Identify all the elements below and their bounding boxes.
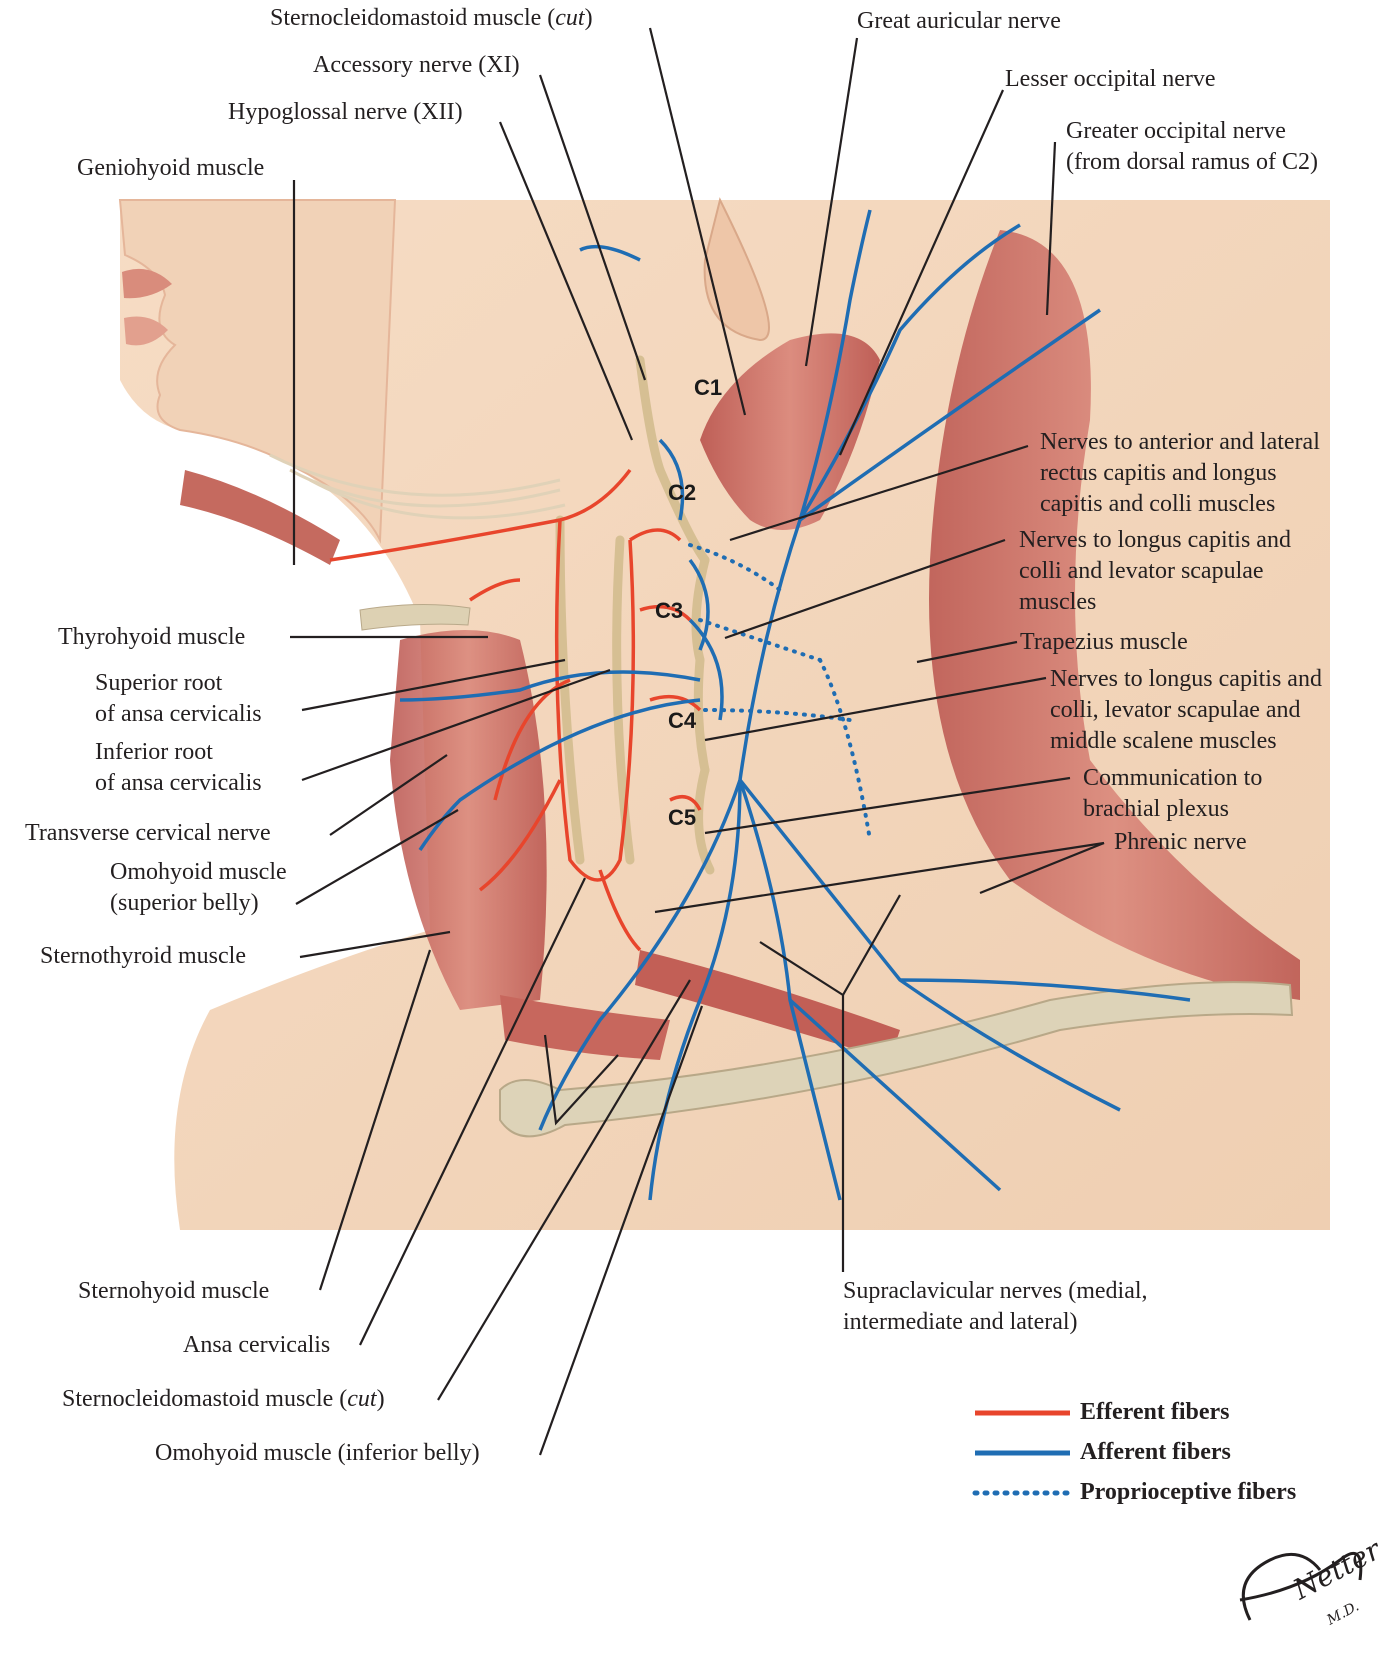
label-nerves-longus-2c: middle scalene muscles bbox=[1050, 728, 1277, 754]
label-sternothyroid-muscle: Sternothyroid muscle bbox=[40, 943, 246, 969]
label-nerves-rectus-1: Nerves to anterior and lateral bbox=[1040, 429, 1320, 455]
label-communication-brachial-2: brachial plexus bbox=[1083, 796, 1229, 822]
segment-c2: C2 bbox=[668, 480, 696, 505]
omohyoid-inferior-muscle bbox=[635, 950, 900, 1060]
label-inferior-root-2: of ansa cervicalis bbox=[95, 770, 262, 796]
label-nerves-rectus-2: rectus capitis and longus bbox=[1040, 460, 1277, 486]
segment-c4: C4 bbox=[668, 708, 697, 733]
segment-c1: C1 bbox=[694, 375, 722, 400]
label-scm-cut-bottom: Sternocleidomastoid muscle (cut) bbox=[62, 1386, 385, 1412]
segment-c3: C3 bbox=[655, 598, 683, 623]
svg-text:Netter: Netter bbox=[1287, 1532, 1387, 1606]
label-communication-brachial-1: Communication to bbox=[1083, 765, 1263, 791]
label-omohyoid-superior-1: Omohyoid muscle bbox=[110, 859, 287, 885]
legend-efferent: Efferent fibers bbox=[1080, 1399, 1230, 1425]
label-omohyoid-inferior: Omohyoid muscle (inferior belly) bbox=[155, 1440, 480, 1466]
hypoglossal-branches bbox=[269, 453, 566, 520]
label-nerves-longus-2b: colli, levator scapulae and bbox=[1050, 697, 1301, 723]
lips bbox=[122, 268, 172, 299]
label-inferior-root-1: Inferior root bbox=[95, 739, 213, 765]
label-superior-root-1: Superior root bbox=[95, 670, 223, 696]
clavicle-bone bbox=[499, 981, 1294, 1138]
label-scm-cut-top: Sternocleidomastoid muscle (cut) bbox=[270, 5, 593, 31]
label-supraclavicular-1: Supraclavicular nerves (medial, bbox=[843, 1278, 1148, 1304]
ear bbox=[703, 197, 770, 342]
segment-c5: C5 bbox=[668, 805, 696, 830]
label-supraclavicular-2: intermediate and lateral) bbox=[843, 1309, 1078, 1335]
label-nerves-longus-1a: Nerves to longus capitis and bbox=[1019, 527, 1291, 553]
label-great-auricular-nerve: Great auricular nerve bbox=[857, 8, 1061, 34]
label-ansa-cervicalis: Ansa cervicalis bbox=[183, 1332, 331, 1358]
label-lesser-occipital-nerve: Lesser occipital nerve bbox=[1005, 66, 1216, 92]
leader-lines bbox=[290, 27, 1105, 1456]
label-nerves-longus-1c: muscles bbox=[1019, 589, 1097, 615]
label-trapezius-muscle: Trapezius muscle bbox=[1020, 629, 1188, 655]
label-accessory-nerve: Accessory nerve (XI) bbox=[313, 52, 520, 78]
legend-afferent: Afferent fibers bbox=[1080, 1439, 1231, 1465]
label-sternohyoid-muscle: Sternohyoid muscle bbox=[78, 1278, 270, 1304]
proprioceptive-fibers bbox=[688, 543, 872, 842]
label-greater-occipital-nerve: Greater occipital nerve bbox=[1066, 118, 1286, 144]
scm-lower-muscle bbox=[500, 995, 670, 1060]
label-omohyoid-superior-2: (superior belly) bbox=[110, 890, 259, 916]
afferent-fibers bbox=[399, 209, 1191, 1201]
geniohyoid-muscle bbox=[180, 470, 340, 565]
label-hypoglossal-nerve: Hypoglossal nerve (XII) bbox=[228, 99, 463, 125]
hyoid-bone bbox=[359, 603, 471, 631]
label-greater-occipital-nerve-sub: (from dorsal ramus of C2) bbox=[1066, 149, 1318, 175]
label-thyrohyoid-muscle: Thyrohyoid muscle bbox=[58, 624, 246, 650]
label-nerves-rectus-3: capitis and colli muscles bbox=[1040, 491, 1276, 517]
legend-proprioceptive: Proprioceptive fibers bbox=[1080, 1479, 1297, 1505]
lips-lower bbox=[124, 316, 168, 346]
strap-muscles bbox=[390, 630, 547, 1010]
face-profile bbox=[118, 199, 397, 544]
svg-text:M.D.: M.D. bbox=[1323, 1598, 1361, 1629]
label-nerves-longus-1b: colli and levator scapulae bbox=[1019, 558, 1264, 584]
label-geniohyoid-muscle: Geniohyoid muscle bbox=[77, 155, 265, 181]
netter-signature: Netter M.D. bbox=[1239, 1532, 1387, 1629]
label-phrenic-nerve: Phrenic nerve bbox=[1114, 829, 1247, 855]
trapezius-muscle bbox=[929, 230, 1300, 1000]
label-superior-root-2: of ansa cervicalis bbox=[95, 701, 262, 727]
label-nerves-longus-2a: Nerves to longus capitis and bbox=[1050, 666, 1322, 692]
label-transverse-cervical-nerve: Transverse cervical nerve bbox=[25, 820, 271, 846]
